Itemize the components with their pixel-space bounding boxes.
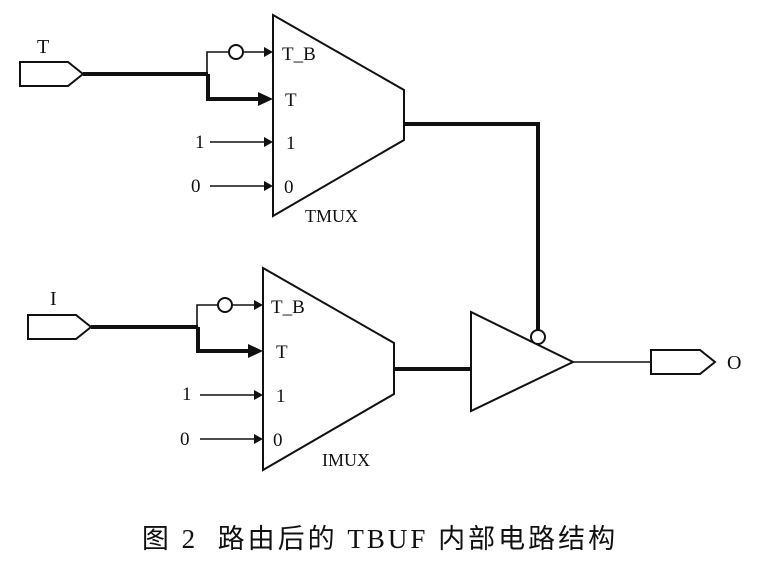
tmux-pin-t: T — [285, 90, 297, 111]
buffer-enable-bubble — [530, 329, 546, 345]
imux-pin-tb: T_B — [271, 297, 305, 318]
inverter-bubble-imux-tb — [217, 297, 233, 313]
figure-caption: 图 2 路由后的 TBUF 内部电路结构 — [142, 524, 618, 554]
wire-tmux-out — [404, 122, 540, 330]
arrow-imux-0 — [254, 434, 263, 444]
tmux-pin-1: 1 — [286, 133, 296, 154]
imux-constant-1: 1 — [182, 384, 192, 405]
arrow-imux-t — [248, 344, 263, 358]
tristate-buffer — [470, 310, 576, 413]
input-t-label: T — [37, 36, 49, 58]
output-port-o — [650, 349, 717, 375]
imux-constant-0: 0 — [180, 429, 190, 450]
arrow-tmux-0 — [264, 181, 273, 191]
tmux-pin-0: 0 — [284, 177, 294, 198]
arrow-imux-1 — [254, 390, 263, 400]
output-o-label: O — [727, 352, 741, 374]
wire-i-to-t — [196, 327, 248, 353]
arrow-tmux-tb — [264, 47, 273, 57]
tmux-name: TMUX — [305, 206, 358, 226]
tmux-constant-1: 1 — [195, 132, 205, 153]
wire-t-to-t — [206, 74, 258, 101]
arrow-imux-tb — [254, 300, 263, 310]
arrow-tmux-t — [258, 92, 273, 106]
tmux-body — [272, 13, 405, 218]
imux-body — [262, 266, 395, 472]
imux-pin-1: 1 — [276, 386, 286, 407]
tmux-pin-tb: T_B — [282, 44, 316, 65]
imux-pin-0: 0 — [273, 430, 283, 451]
input-port-t — [19, 61, 85, 87]
input-port-i — [27, 314, 93, 340]
wire-i-to-tb — [196, 304, 218, 327]
imux-pin-t: T — [276, 342, 288, 363]
arrow-tmux-1 — [264, 137, 273, 147]
input-i-label: I — [50, 288, 57, 310]
tmux-constant-0: 0 — [191, 176, 201, 197]
wire-t-to-tb — [206, 51, 229, 74]
inverter-bubble-tmux-tb — [228, 44, 244, 60]
imux-name: IMUX — [322, 450, 370, 470]
